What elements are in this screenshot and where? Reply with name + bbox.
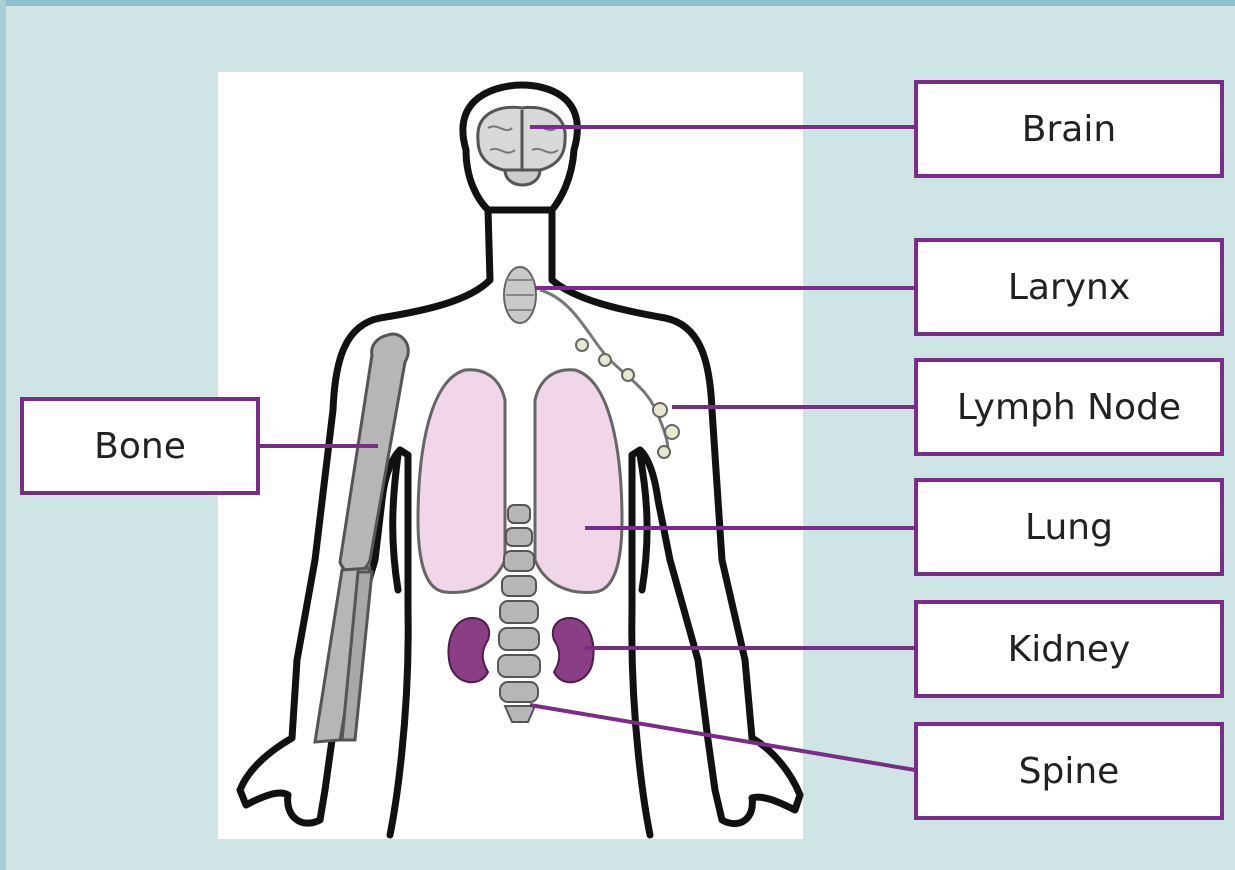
label-larynx: Larynx: [914, 238, 1224, 336]
larynx-organ: [504, 267, 536, 323]
label-lymph-node: Lymph Node: [914, 358, 1224, 456]
label-brain: Brain: [914, 80, 1224, 178]
label-kidney: Kidney: [914, 600, 1224, 698]
label-spine: Spine: [914, 722, 1224, 820]
label-lung: Lung: [914, 478, 1224, 576]
label-bone: Bone: [20, 397, 260, 495]
